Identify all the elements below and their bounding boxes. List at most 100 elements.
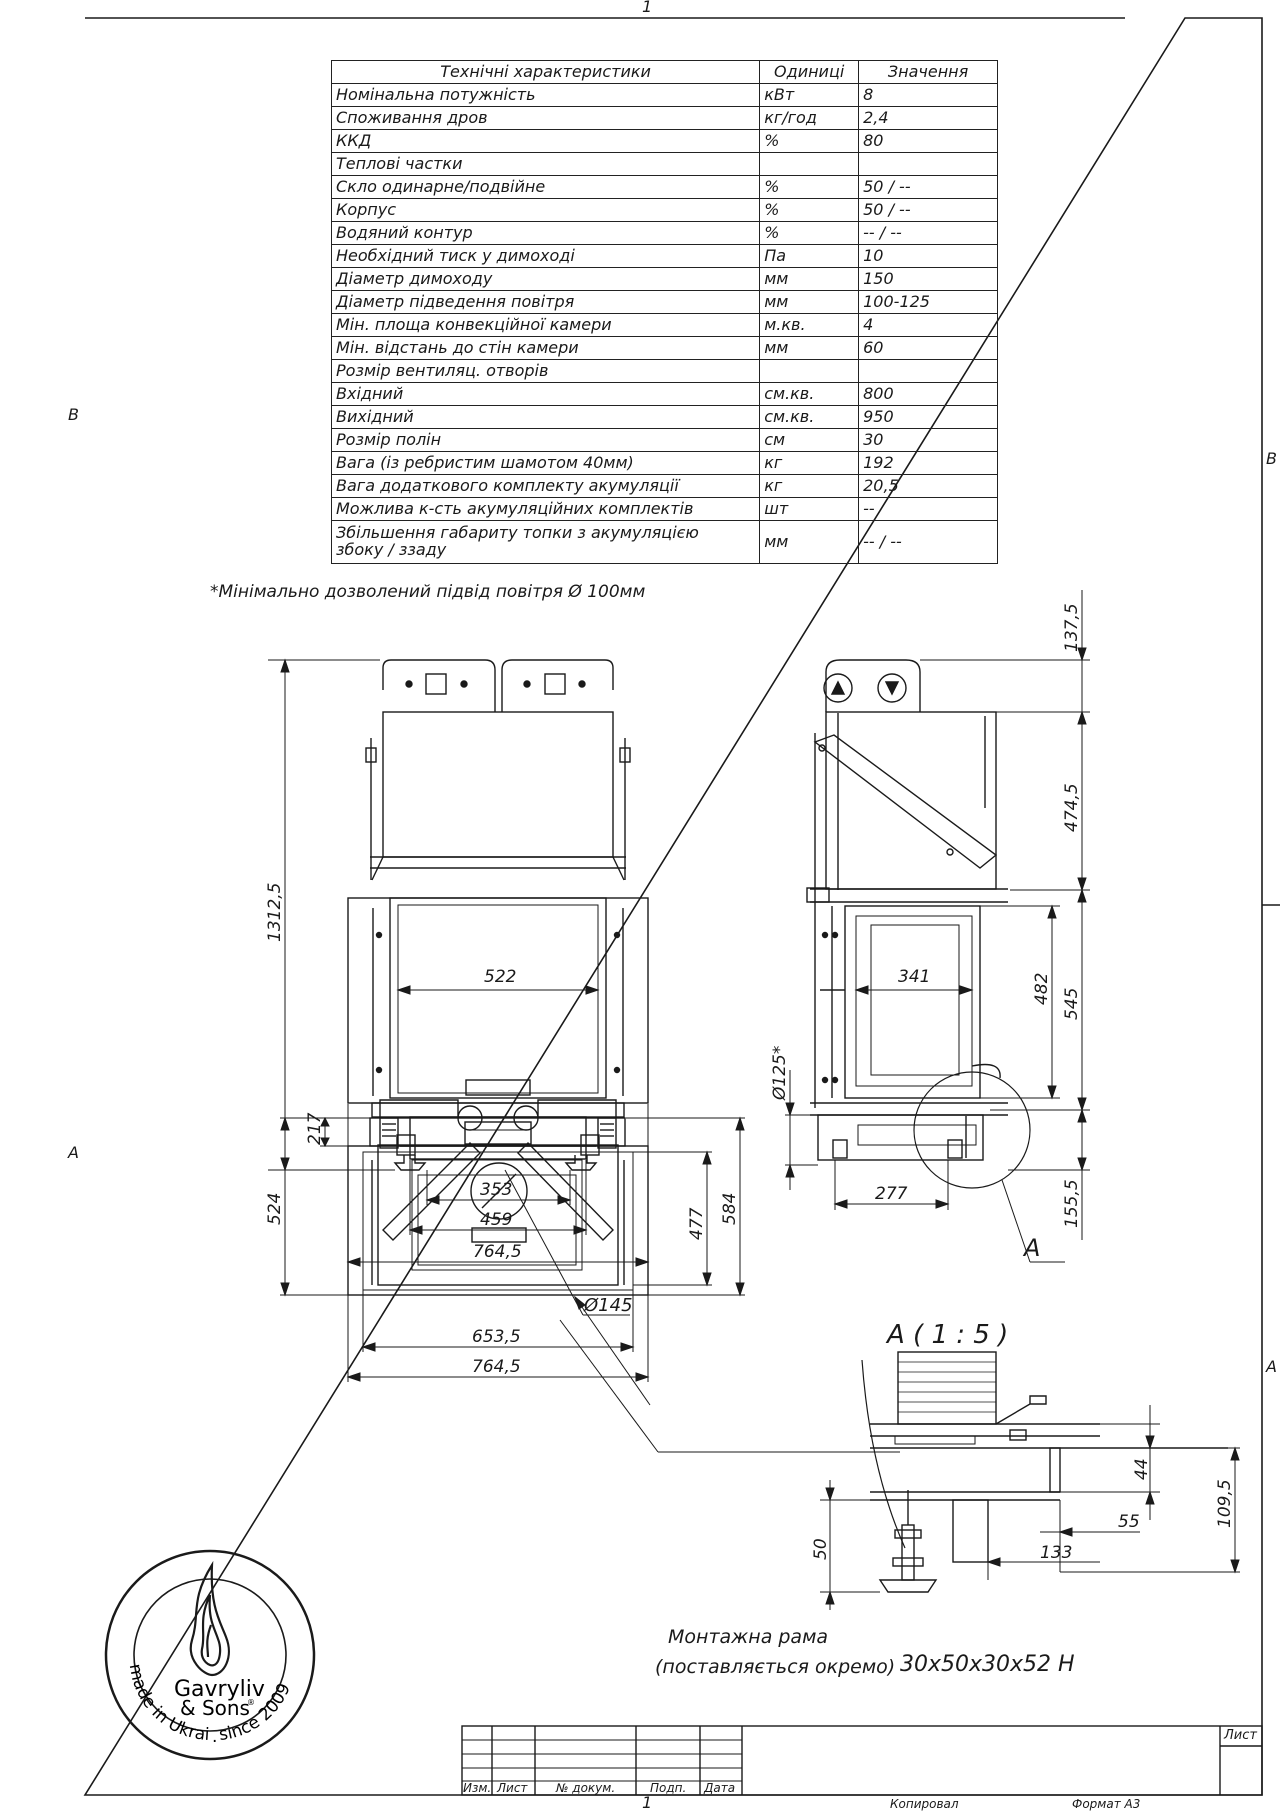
spec-cell-value: 20,5 — [858, 474, 998, 498]
spec-cell-name: Мін. площа конвекційної камери — [330, 313, 761, 337]
spec-cell-name: Діаметр підведення повітря — [330, 290, 761, 314]
spec-row: Теплові частки — [330, 152, 998, 176]
spec-cell-unit: Па — [759, 244, 860, 268]
spec-cell-unit: % — [759, 175, 860, 199]
spec-cell-value: 2,4 — [858, 106, 998, 130]
dim-side-474: 474,5 — [1062, 783, 1082, 832]
spec-cell-name: Споживання дров — [330, 106, 761, 130]
spec-table-header: Технічні характеристики Одиниці Значення — [330, 60, 998, 84]
dim-plan-477: 477 — [687, 1207, 707, 1240]
spec-cell-unit: мм — [759, 520, 860, 564]
spec-cell-unit: см.кв. — [759, 382, 860, 406]
spec-cell-name: Вага додаткового комплекту акумуляції — [330, 474, 761, 498]
air-supply-note: *Мінімально дозволений підвід повітря Ø … — [210, 582, 646, 602]
spec-cell-name: Можлива к-сть акумуляційних комплектів — [330, 497, 761, 521]
spec-cell-unit: шт — [759, 497, 860, 521]
flame-icon — [189, 1560, 230, 1677]
detail-dimensions — [820, 1405, 1240, 1610]
spec-cell-value: 800 — [858, 382, 998, 406]
spec-cell-value: 60 — [858, 336, 998, 360]
spec-cell-value: -- / -- — [858, 221, 998, 245]
front-view — [347, 659, 649, 1171]
spec-cell-unit — [759, 359, 860, 383]
spec-cell-value: -- — [858, 497, 998, 521]
dim-front-width: 764,5 — [473, 1242, 522, 1262]
spec-cell-value: 4 — [858, 313, 998, 337]
title-block — [461, 1725, 1263, 1796]
spec-cell-name: Розмір полін — [330, 428, 761, 452]
dim-plan-653: 653,5 — [472, 1327, 521, 1347]
spec-cell-value: 8 — [858, 83, 998, 107]
dim-plan-217: 217 — [305, 1112, 325, 1145]
dim-detail-109: 109,5 — [1215, 1479, 1235, 1528]
spec-cell-name: Вхідний — [330, 382, 761, 406]
dim-detail-50: 50 — [811, 1538, 831, 1560]
dim-detail-44: 44 — [1132, 1458, 1152, 1480]
spec-cell-value: 50 / -- — [858, 175, 998, 199]
spec-cell-name: Вихідний — [330, 405, 761, 429]
spec-cell-unit: см.кв. — [759, 405, 860, 429]
spec-cell-name: Скло одинарне/подвійне — [330, 175, 761, 199]
tb-col-doc: № докум. — [556, 1781, 616, 1795]
spec-row: ККД%80 — [330, 129, 998, 153]
spec-cell-value — [858, 359, 998, 383]
tb-col-list: Лист — [497, 1781, 528, 1795]
spec-cell-name: ККД — [330, 129, 761, 153]
dim-plan-584: 584 — [720, 1193, 740, 1225]
logo-reg: ® — [247, 1698, 255, 1707]
spec-cell-unit: кг — [759, 474, 860, 498]
plan-dimensions — [280, 1116, 745, 1406]
dim-plan-524: 524 — [265, 1193, 285, 1225]
dim-side-277: 277 — [875, 1184, 908, 1204]
tb-format: Формат А3 — [1072, 1797, 1141, 1811]
spec-cell-unit: мм — [759, 336, 860, 360]
spec-cell-name: Необхідний тиск у димоході — [330, 244, 761, 268]
detail-title: A ( 1 : 5 ) — [885, 1320, 1008, 1350]
side-dimensions — [785, 590, 1090, 1240]
spec-cell-unit: кг/год — [759, 106, 860, 130]
spec-cell-value: 100-125 — [858, 290, 998, 314]
spec-cell-value: 950 — [858, 405, 998, 429]
dim-side-341: 341 — [898, 967, 930, 987]
dim-plan-764: 764,5 — [472, 1357, 521, 1377]
spec-cell-unit: м.кв. — [759, 313, 860, 337]
spec-cell-unit — [759, 152, 860, 176]
spec-cell-unit: мм — [759, 290, 860, 314]
spec-cell-value — [858, 152, 998, 176]
spec-cell-name: Мін. відстань до стін камери — [330, 336, 761, 360]
spec-cell-unit: % — [759, 129, 860, 153]
brand-logo: Gavryliv & Sons ® made in Ukraine · sinc… — [100, 1545, 316, 1761]
mount-leader — [559, 1319, 900, 1453]
spec-cell-name-line1: Збільшення габариту топки з акумуляцією — [336, 523, 699, 543]
spec-cell-unit: см — [759, 428, 860, 452]
plan-view-real-set — [347, 1099, 649, 1296]
spec-cell-value: -- / -- — [858, 520, 998, 564]
tb-col-date: Дата — [704, 1781, 736, 1795]
spec-cell-unit: % — [759, 198, 860, 222]
spec-cell-value: 192 — [858, 451, 998, 475]
dim-detail-55: 55 — [1118, 1512, 1140, 1532]
spec-cell-unit: кВт — [759, 83, 860, 107]
spec-cell-unit: % — [759, 221, 860, 245]
dim-detail-133: 133 — [1040, 1543, 1072, 1563]
zone-marker-right-a: A — [1265, 1357, 1277, 1376]
spec-row: Корпус%50 / -- — [330, 198, 998, 222]
front-dimensions — [268, 658, 650, 1268]
spec-cell-name: Вага (із ребристим шамотом 40мм) — [330, 451, 761, 475]
spec-cell-name: Водяний контур — [330, 221, 761, 245]
spec-row: Скло одинарне/подвійне%50 / -- — [330, 175, 998, 199]
dim-front-height: 1312,5 — [265, 883, 285, 942]
